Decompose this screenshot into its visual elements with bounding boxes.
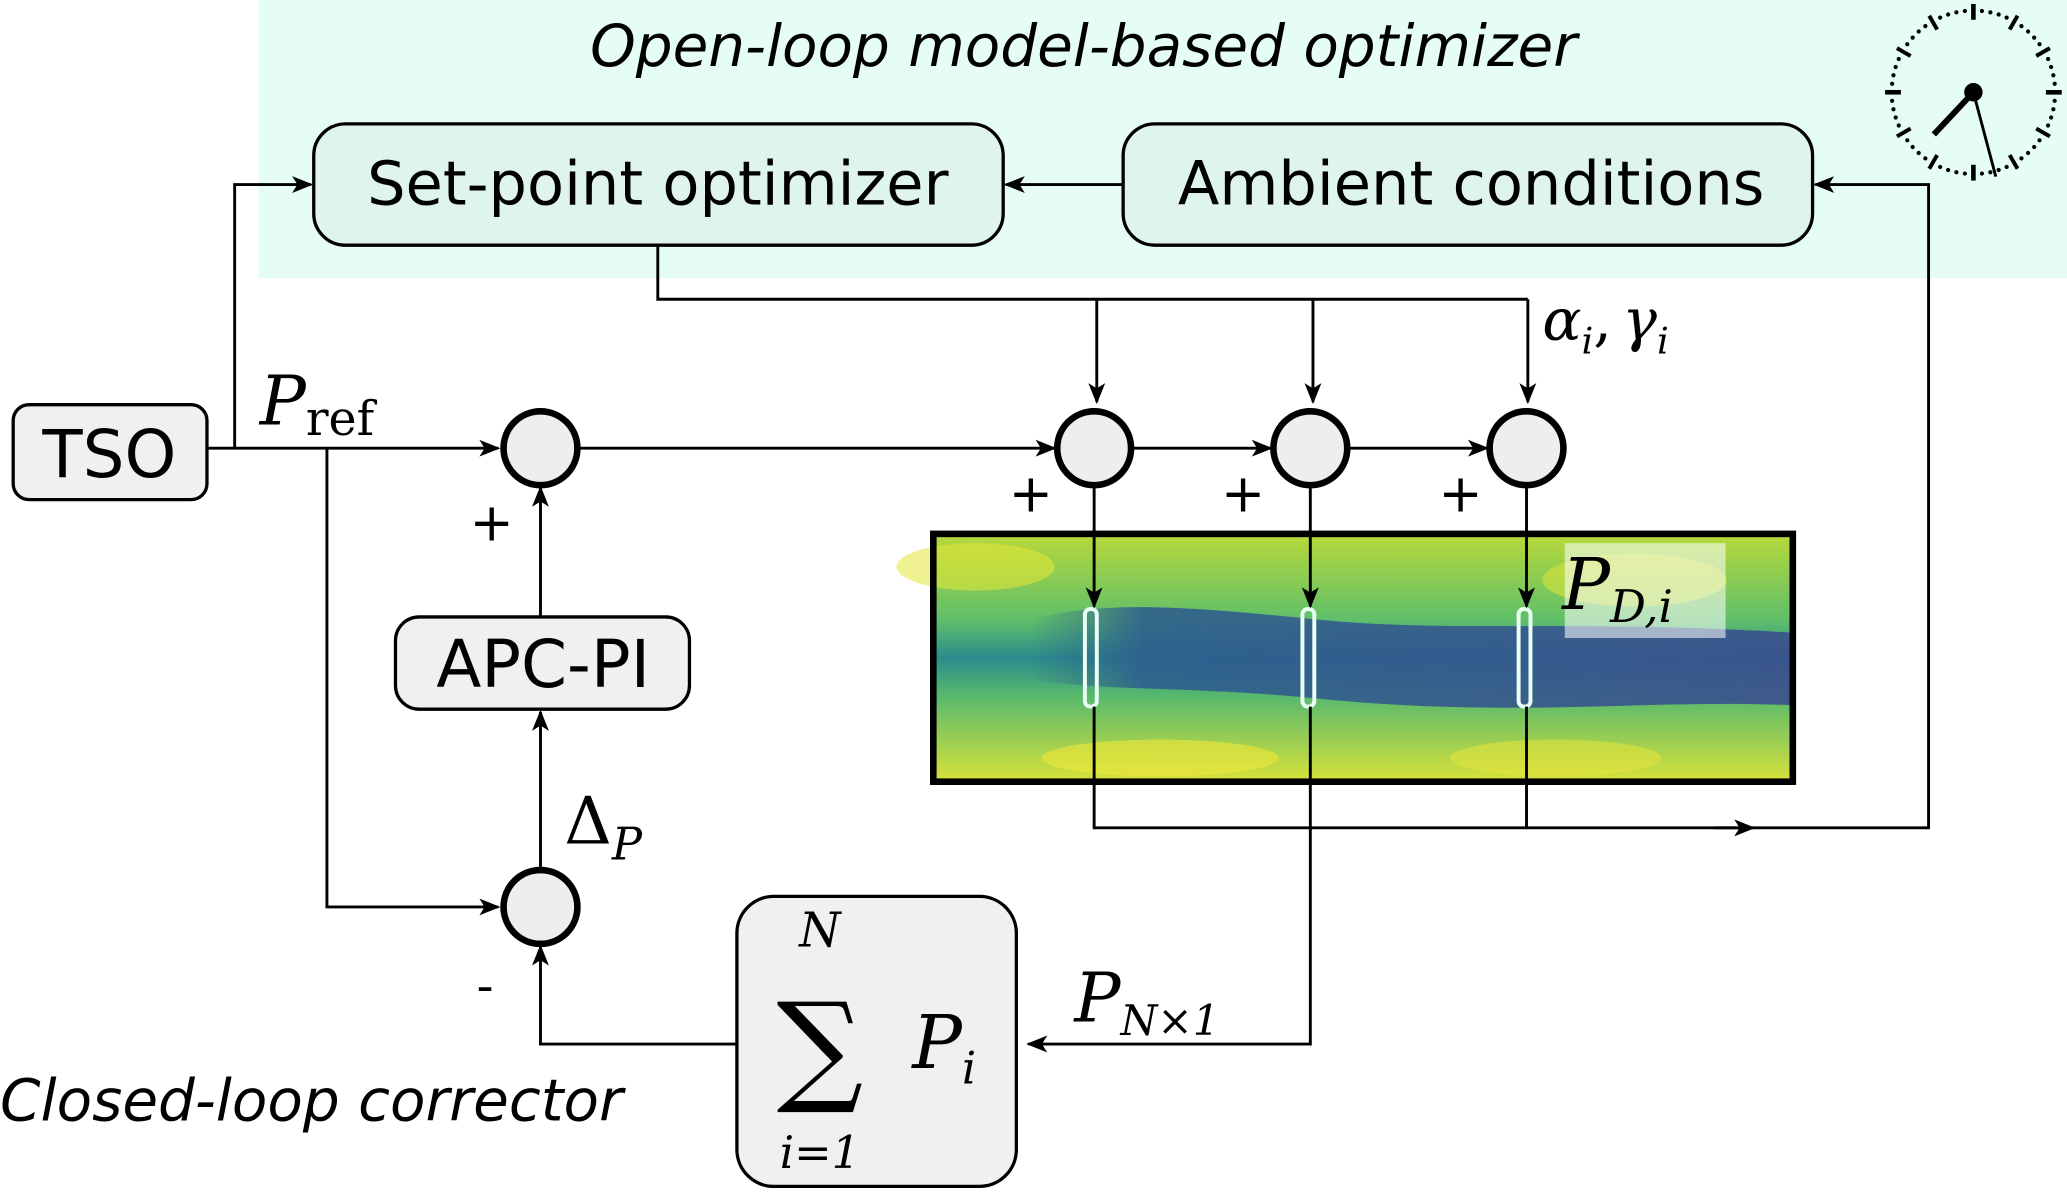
clock-minute-dot xyxy=(2052,98,2057,103)
svg-text:TSO: TSO xyxy=(41,416,176,493)
clock-minute-dot xyxy=(1896,56,1901,62)
pref-to-error-sum-arrow xyxy=(325,448,501,916)
ambient-conditions-block[interactable]: Ambient conditions xyxy=(1121,122,1815,247)
error-sum-junction xyxy=(500,866,581,948)
clock-minute-dot xyxy=(1988,170,1993,175)
plus-sign-sum1: + xyxy=(1009,463,1053,524)
clock-minute-dot xyxy=(1893,64,1898,70)
clock-minute-dot xyxy=(1979,171,1985,176)
clock-hour-tick xyxy=(1927,154,1939,170)
clock-hour-tick xyxy=(1895,126,1912,139)
clock-minute-dot xyxy=(2052,81,2057,86)
clock-minute-dot xyxy=(1905,42,1910,47)
clock-minute-dot xyxy=(2004,15,2009,20)
clock-minute-dot xyxy=(2049,115,2054,120)
plus-sign-sum3: + xyxy=(1439,463,1483,524)
clock-minute-dot xyxy=(2051,107,2056,112)
clock-minute-dot xyxy=(1890,98,1895,103)
clock-minute-dot xyxy=(1923,24,1928,29)
open-loop-title: Open-loop model-based optimizer xyxy=(590,12,1580,80)
minus-sign-error-sum: - xyxy=(477,959,494,1014)
clock-minute-dot xyxy=(1996,12,2001,17)
turbine3-sum-junction xyxy=(1486,407,1567,489)
turbine1-sum-junction xyxy=(1053,407,1135,489)
clock-minute-dot xyxy=(2045,123,2051,128)
clock-minute-dot xyxy=(1896,123,1901,128)
clock-hour-tick xyxy=(2007,14,2020,31)
clock-icon xyxy=(1885,3,2062,181)
wind-farm-flow-field: PD,i xyxy=(896,530,1797,786)
svg-text:Set-point optimizer: Set-point optimizer xyxy=(367,149,949,219)
clock-minute-dot xyxy=(1954,170,1959,175)
turbine-output-bus xyxy=(1092,706,1756,837)
clock-minute-dot xyxy=(1890,81,1895,86)
clock-minute-dot xyxy=(1946,167,1951,173)
clock-minute-dot xyxy=(2019,24,2024,29)
turbine2-sum-junction xyxy=(1270,407,1351,489)
power-vector-to-sum-block-arrow xyxy=(1026,706,1312,1053)
setpoint-output-bus xyxy=(656,245,1528,301)
clock-minute-dot xyxy=(1938,15,1943,20)
clock-hour-tick xyxy=(1895,46,1912,58)
clock-minute-dot xyxy=(2025,150,2031,156)
clock-minute-dot xyxy=(1962,171,1967,176)
turbine-3-marker xyxy=(1516,607,1533,709)
sum-lower-limit: i=1 xyxy=(780,1126,860,1179)
apc-pi-block[interactable]: APC-PI xyxy=(393,615,692,711)
clock-minute-dot xyxy=(1905,138,1910,143)
tso-to-setpoint-arrow xyxy=(233,176,314,449)
p-ref-label: Pref xyxy=(258,361,378,447)
sum-upper-limit: N xyxy=(798,903,842,958)
clock-minute-dot xyxy=(1988,10,1993,15)
clock-minute-dot xyxy=(1979,8,1985,14)
clock-minute-dot xyxy=(2049,64,2054,70)
turbine-1-marker xyxy=(1082,607,1099,709)
clock-minute-dot xyxy=(1910,35,1915,40)
power-sum-block[interactable]: N ∑ i=1 Pi xyxy=(735,894,1019,1189)
clock-hour-tick xyxy=(1927,14,1939,31)
clock-minute-dot xyxy=(2051,73,2056,78)
clock-minute-dot xyxy=(2037,42,2042,47)
p-nx1-label: PN×1 xyxy=(1072,959,1219,1045)
clock-minute-dot xyxy=(1891,107,1896,112)
alpha-gamma-label: αi,γi xyxy=(1542,286,1668,362)
clock-minute-dot xyxy=(1891,73,1896,78)
svg-text:APC-PI: APC-PI xyxy=(436,626,650,703)
clock-hour-tick xyxy=(2035,126,2051,139)
sum-sigma: ∑ xyxy=(777,976,864,1118)
p-d-i-label: PD,i xyxy=(1560,543,1673,633)
clock-minute-dot xyxy=(2045,56,2051,62)
feedback-to-ambient-arrow xyxy=(1713,176,1931,830)
plus-sign-sum0: + xyxy=(470,492,514,553)
turbine-2-marker xyxy=(1300,607,1317,709)
clock-minute-dot xyxy=(1938,164,1943,170)
clock-minute-dot xyxy=(2025,29,2031,34)
delta-p-label: ΔP xyxy=(564,783,643,871)
sum-block-to-error-sum-arrow xyxy=(532,944,737,1046)
clock-minute-dot xyxy=(1962,8,1967,14)
clock-minute-dot xyxy=(2004,164,2009,170)
plus-sign-sum2: + xyxy=(1221,463,1265,524)
clock-minute-dot xyxy=(1893,115,1898,120)
tso-block[interactable]: TSO xyxy=(11,403,209,502)
reference-sum-junction xyxy=(500,407,581,489)
clock-minute-dot xyxy=(1946,12,1951,17)
clock-minute-dot xyxy=(2019,156,2024,161)
clock-minute-dot xyxy=(2037,138,2042,143)
clock-hour-tick xyxy=(2007,154,2020,170)
clock-hour-tick xyxy=(2035,46,2051,58)
clock-minute-dot xyxy=(1996,167,2001,173)
clock-minute-dot xyxy=(1954,10,1959,15)
clock-minute-dot xyxy=(2032,144,2037,150)
clock-minute-dot xyxy=(1910,144,1915,150)
clock-minute-dot xyxy=(1916,29,1921,34)
svg-text:Ambient conditions: Ambient conditions xyxy=(1178,149,1765,219)
sum-term: Pi xyxy=(910,1000,976,1095)
clock-minute-dot xyxy=(1923,156,1928,161)
setpoint-optimizer-block[interactable]: Set-point optimizer xyxy=(312,122,1005,247)
svg-text:αi,γi: αi,γi xyxy=(1542,286,1668,362)
clock-minute-dot xyxy=(2032,35,2037,40)
closed-loop-title: Closed-loop corrector xyxy=(0,1066,626,1134)
clock-minute-dot xyxy=(1916,150,1921,156)
